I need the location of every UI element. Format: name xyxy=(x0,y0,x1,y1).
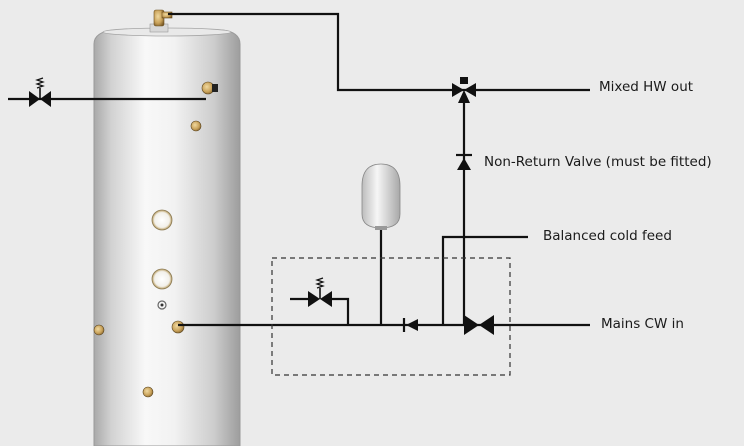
stop-valve-icon xyxy=(464,315,494,335)
inlet-pressure-relief-valve-icon xyxy=(290,277,332,307)
cylinder-fittings xyxy=(93,81,218,398)
expansion-vessel-icon xyxy=(361,163,401,230)
temperature-relief-valve-icon xyxy=(153,9,173,27)
mains-cw-in-label: Mains CW in xyxy=(601,316,684,332)
balanced-feed-pipe xyxy=(441,235,528,325)
check-valve-icon xyxy=(402,318,418,332)
relief-branch-pipe xyxy=(332,297,350,325)
thermostatic-mixing-valve-icon xyxy=(452,77,476,103)
hot-pipe xyxy=(168,12,464,92)
side-fitting xyxy=(93,324,105,336)
mixed-hw-out-label: Mixed HW out xyxy=(599,79,694,95)
balanced-cold-feed-label: Balanced cold feed xyxy=(543,228,672,244)
cold-inlet-fitting xyxy=(171,320,185,334)
thermometer-gauge-upper xyxy=(151,209,173,231)
non-return-valve-label: Non-Return Valve (must be fitted) xyxy=(484,154,712,170)
non-return-valve-icon xyxy=(456,153,472,170)
pipework xyxy=(8,12,590,327)
sensor-pocket-fitting xyxy=(190,120,202,132)
pressure-relief-valve-icon xyxy=(29,77,51,107)
hot-water-cylinder xyxy=(93,23,241,446)
thermometer-gauge-lower xyxy=(151,268,173,290)
inlet-group-boundary xyxy=(271,257,511,376)
bottom-fitting xyxy=(142,386,154,398)
